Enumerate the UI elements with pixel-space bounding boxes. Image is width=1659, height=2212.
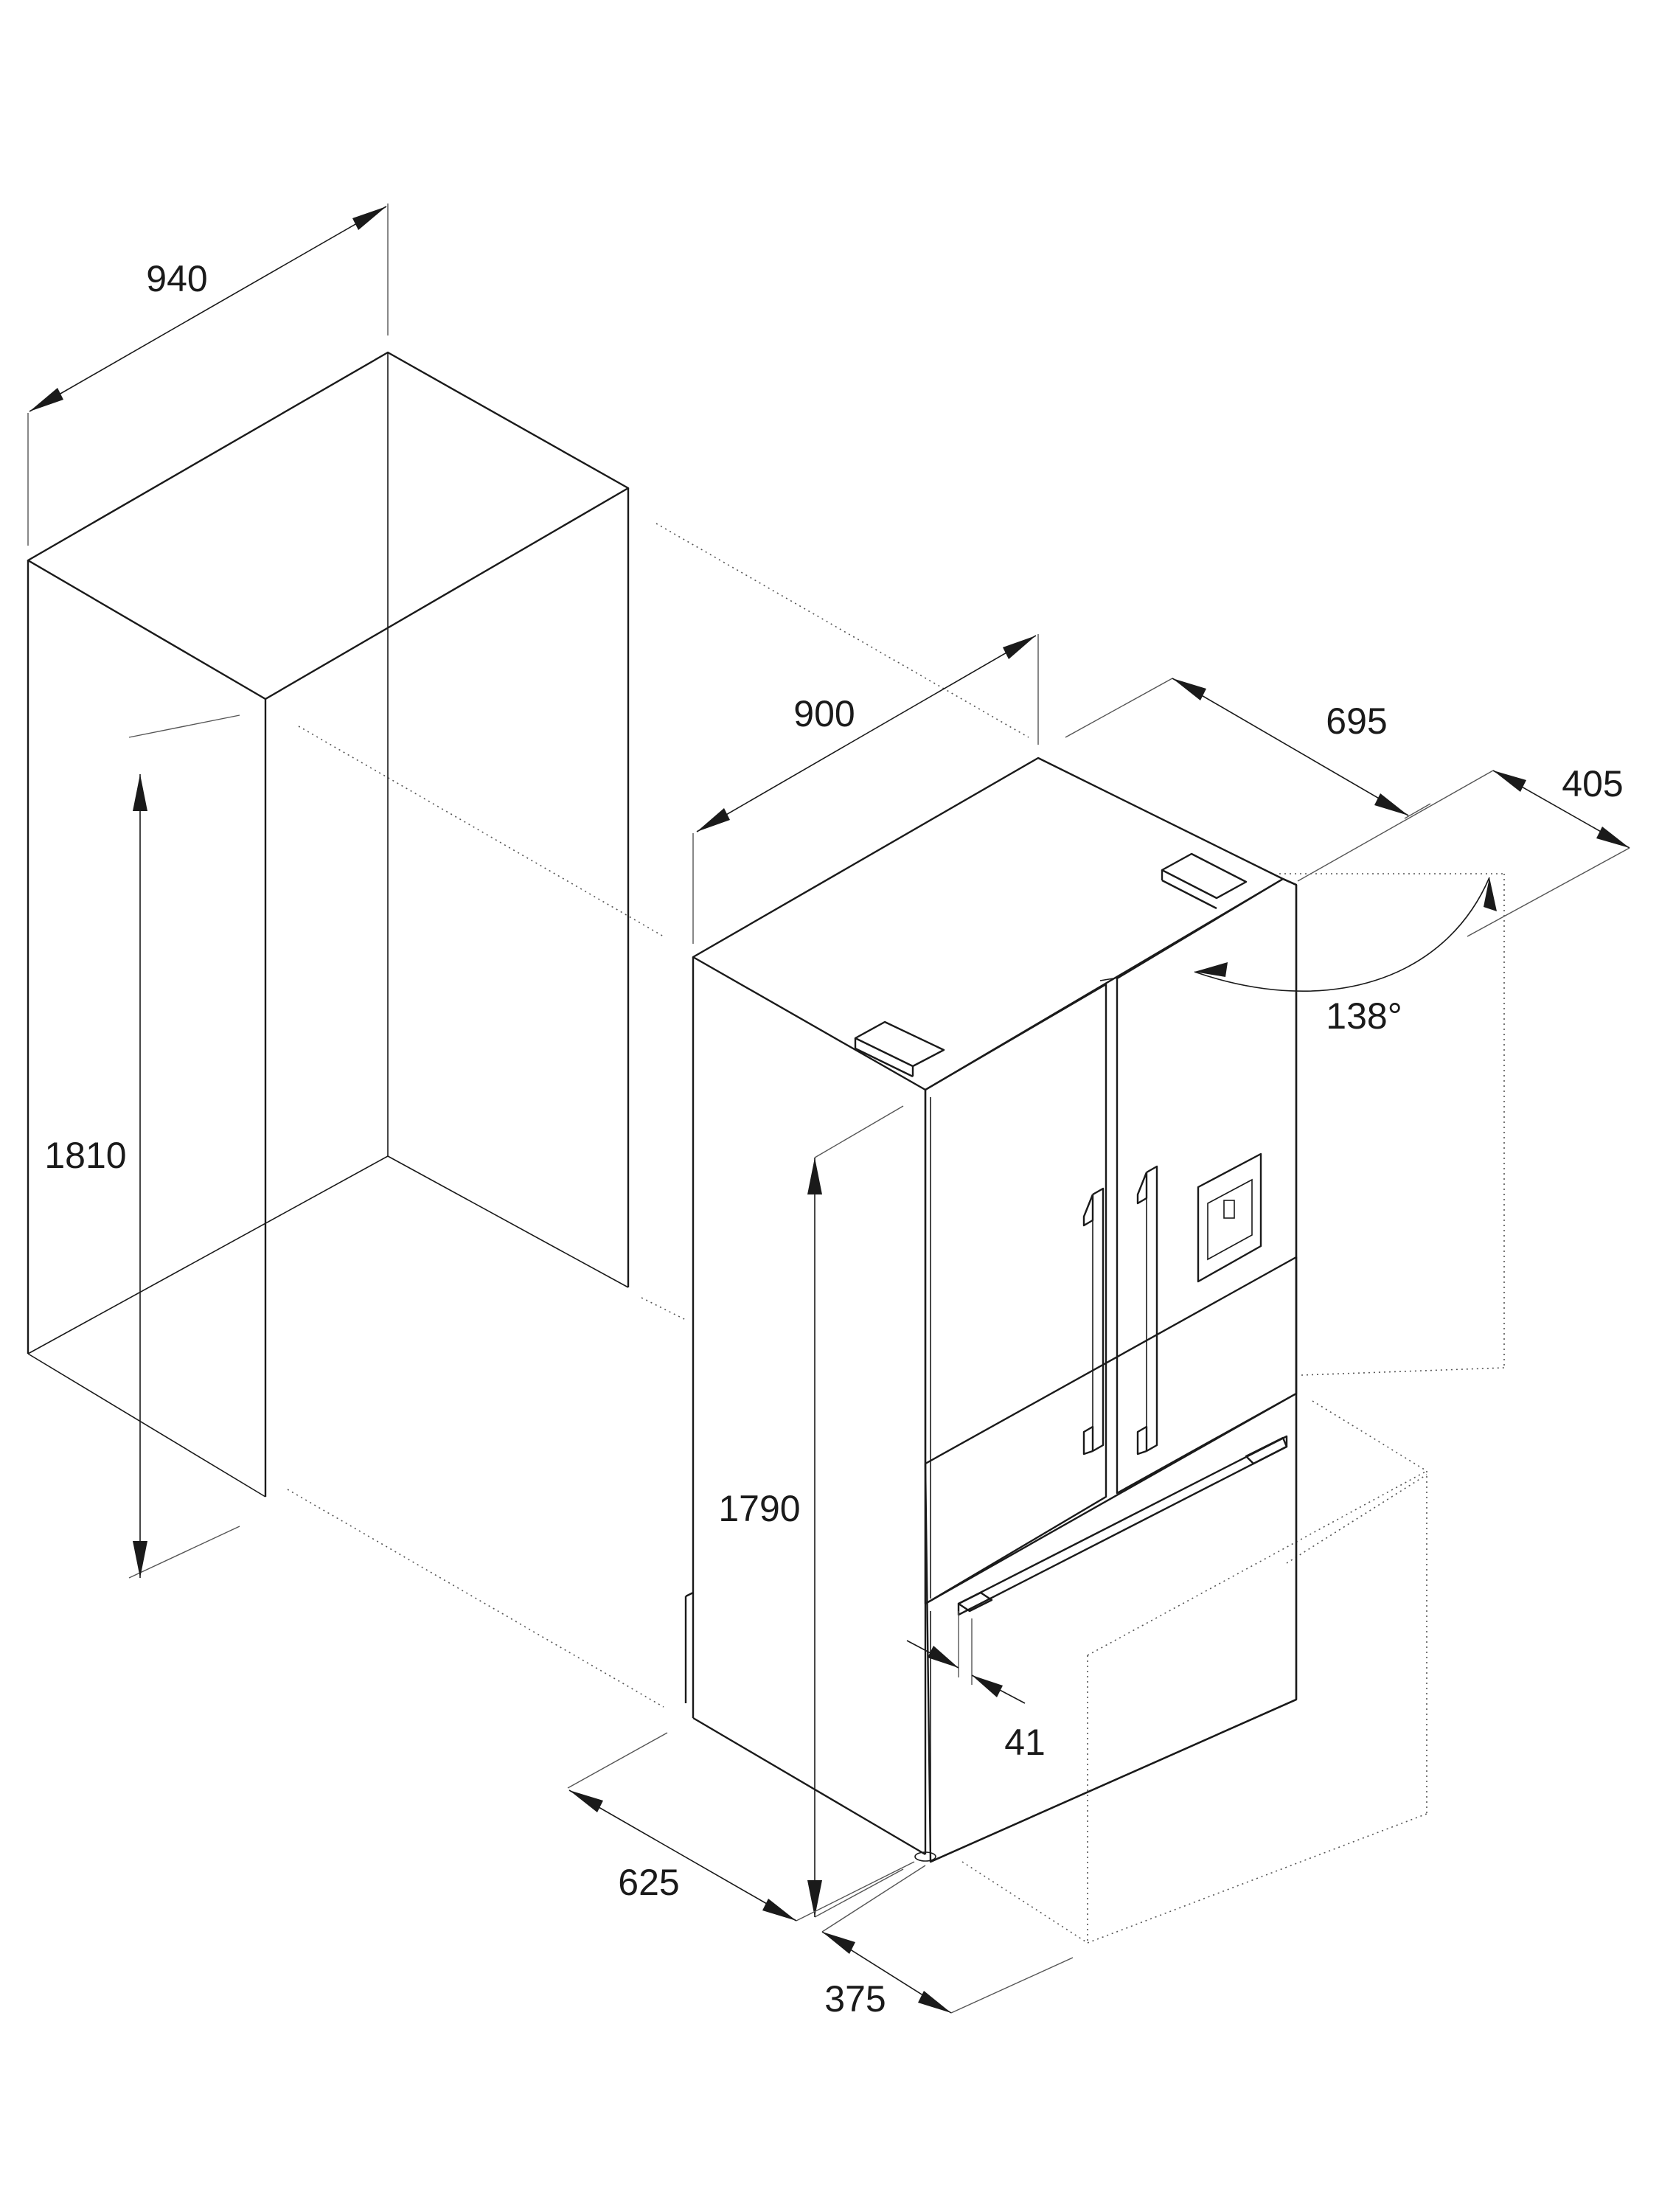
- hinge-right: [1161, 852, 1248, 900]
- door-swing-dimension: 405 138°: [1194, 763, 1630, 1037]
- fridge-depth-dimension: 695: [1065, 678, 1431, 819]
- fridge-height-label: 1790: [718, 1488, 800, 1529]
- hinge-left: [854, 1020, 945, 1068]
- fridge-top: [692, 757, 1284, 1091]
- base-depth-dimension: 625: [567, 1732, 915, 1921]
- water-dispenser: [1197, 1152, 1262, 1283]
- niche-height-dimension: 1810: [44, 714, 240, 1579]
- projection-lines: [287, 523, 1505, 1944]
- niche-width-label: 940: [146, 258, 207, 299]
- door-left: [924, 983, 1107, 1605]
- fridge-depth-label: 695: [1326, 700, 1387, 742]
- fridge-width-label: 900: [793, 693, 855, 734]
- door-right: [1116, 877, 1298, 1495]
- drawer-clearance-label: 375: [824, 1978, 886, 2020]
- handle-depth-label: 41: [1004, 1722, 1046, 1763]
- niche-outline: [27, 351, 630, 1498]
- door-swing-label: 405: [1562, 763, 1623, 804]
- drawer-clearance-dimension: 375: [821, 1865, 1074, 2020]
- handle-right: [1136, 1165, 1158, 1455]
- fridge-height-dimension: 1790: [718, 1105, 904, 1918]
- freezer-drawer: [924, 1256, 1298, 1863]
- niche-height-label: 1810: [44, 1135, 126, 1176]
- handle-depth-dimension: 41: [906, 1611, 1046, 1763]
- freezer-handle: [957, 1435, 1288, 1616]
- refrigerator: [684, 757, 1298, 1863]
- niche-width-dimension: 940: [27, 204, 389, 546]
- handle-left: [1082, 1187, 1105, 1455]
- door-angle-label: 138°: [1326, 995, 1402, 1037]
- base-depth-label: 625: [618, 1862, 679, 1903]
- fridge-width-dimension: 900: [692, 634, 1039, 944]
